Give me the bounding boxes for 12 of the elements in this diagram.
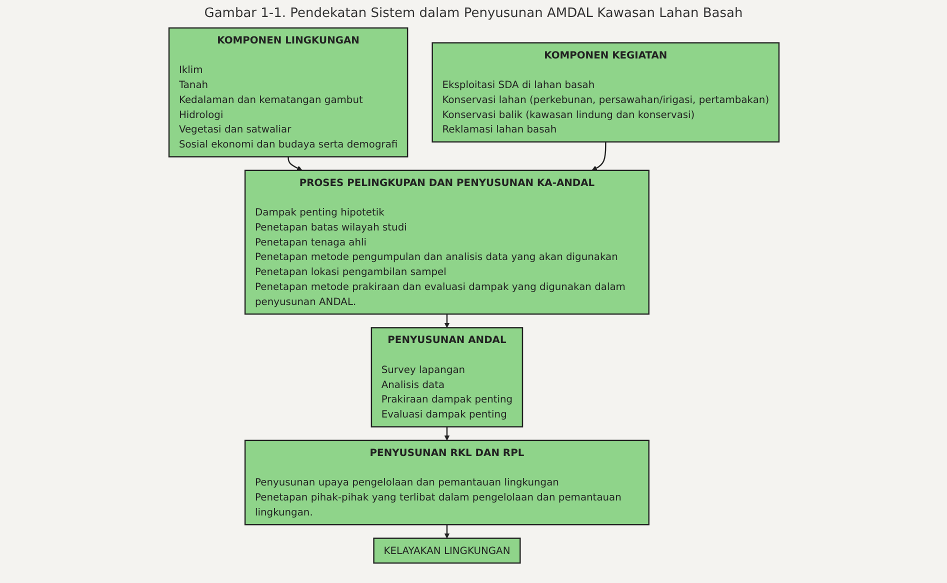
arrow [287, 156, 302, 171]
arrow [444, 524, 450, 539]
node-box: KELAYAKAN LINGKUNGAN [372, 538, 520, 564]
node-box: PROSES PELINGKUPAN DAN PENYUSUNAN KA-ANDAL Dampak penting hipotetik Penetapan batas wilayah studi Penetapan tenaga ahli Penetapan metode pengumpulan dan analisis data yang akan digunakan Penetapan lokasi pengambilan sampel Penetapan metode prakiraan dan evaluasi dampak yang digunakan dalam penyusunan ANDAL. [244, 170, 649, 315]
arrow [591, 142, 606, 171]
node-box: PENYUSUNAN RKL DAN RPL Penyusunan upaya pengelolaan dan pemantauan lingkungan Penetapan pihak-pihak yang terlibat dalam pengelolaan dan pemantauan lingkungan. [244, 440, 649, 526]
node-box: PENYUSUNAN ANDAL Survey lapangan Analisis data Prakiraan dampak penting Evaluasi dampak penting [370, 327, 523, 428]
node-box: KOMPONEN KEGIATAN Eksploitasi SDA di lahan basah Konservasi lahan (perkebunan, persawahan/irigasi, pertambakan) Konservasi balik (kawasan lindung dan konservasi) Reklamasi lahan basah [431, 42, 780, 143]
figure-title: Gambar 1-1. Pendekatan Sistem dalam Penyusunan AMDAL Kawasan Lahan Basah [204, 6, 743, 21]
arrow [444, 426, 450, 441]
node-box: KOMPONEN LINGKUNGAN Iklim Tanah Kedalaman dan kematangan gambut Hidrologi Vegetasi dan satwaliar Sosial ekonomi dan budaya serta demografi [168, 27, 408, 158]
arrow [444, 314, 450, 328]
